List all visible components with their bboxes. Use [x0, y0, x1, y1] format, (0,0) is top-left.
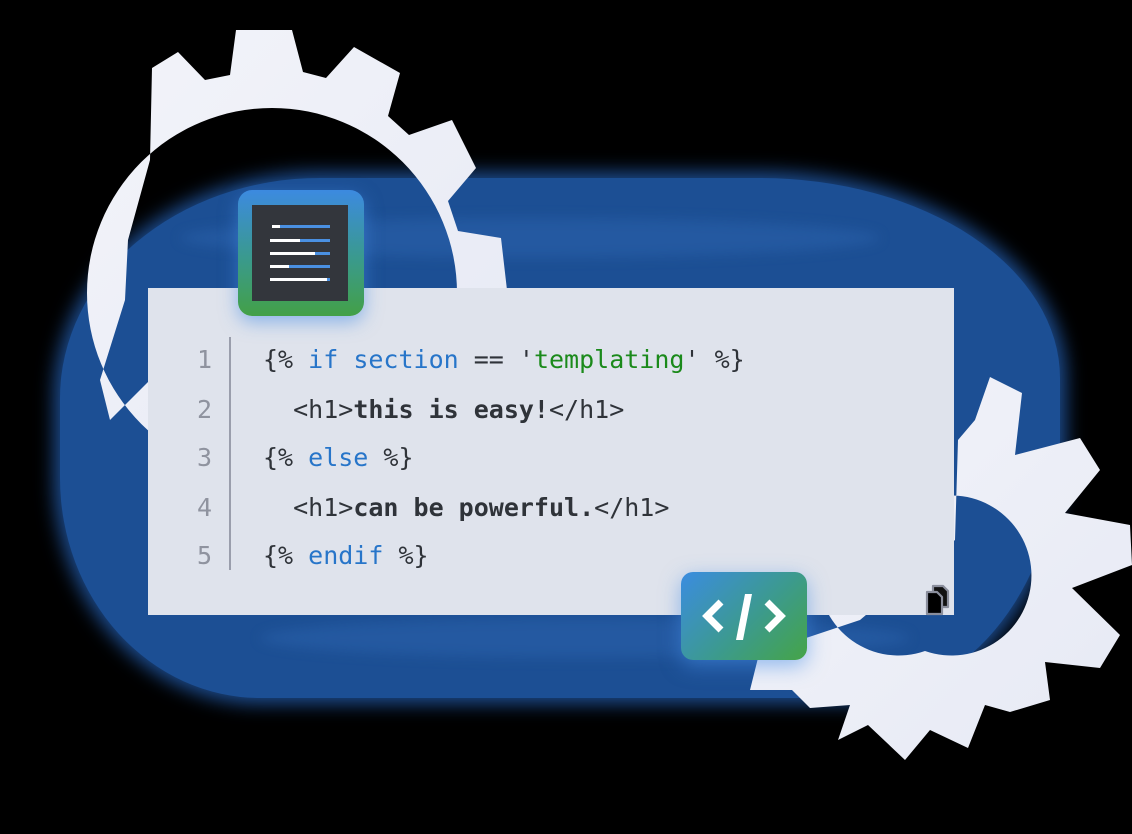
code-token-plain: == ' [458, 344, 534, 374]
code-token-plain: {% [263, 540, 309, 570]
code-line: 1 {% if section == 'templating' %} [190, 339, 745, 379]
code-token-plain [338, 345, 353, 374]
code-badge [681, 572, 807, 660]
code-token-plain: ' %} [684, 344, 745, 374]
code-line: 4 <h1>can be powerful.</h1> [190, 487, 669, 527]
code-token-plain: %} [383, 540, 429, 570]
line-number: 1 [196, 344, 212, 374]
code-token-bold: can be powerful. [353, 492, 595, 522]
code-token-bold: this is easy! [353, 394, 549, 424]
code-token-keyword: endif [308, 540, 384, 570]
code-line: 5 {% endif %} [190, 535, 429, 575]
code-token-plain: <h1> [263, 492, 354, 522]
code-token-keyword: section [353, 344, 459, 374]
right-gear-icon [750, 377, 1132, 760]
document-badge [238, 190, 364, 316]
line-number: 4 [196, 492, 212, 522]
code-line: 2 <h1>this is easy!</h1> [190, 389, 624, 429]
gutter-divider [229, 337, 231, 570]
code-editor-panel [148, 288, 954, 615]
code-token-plain: %} [368, 442, 414, 472]
document-lines-icon [252, 205, 348, 301]
line-number: 3 [196, 442, 212, 472]
code-line: 3 {% else %} [190, 437, 414, 477]
code-token-keyword: else [308, 442, 369, 472]
code-token-plain: {% [263, 442, 309, 472]
code-token-plain: {% [263, 344, 309, 374]
code-token-plain: </h1> [594, 492, 670, 522]
code-brackets-icon [702, 594, 786, 640]
code-token-plain: </h1> [548, 394, 625, 424]
code-token-string: templating [533, 344, 685, 374]
copy-icon[interactable] [924, 583, 952, 617]
line-number: 5 [196, 540, 212, 570]
code-token-keyword: if [308, 344, 339, 374]
code-token-plain: <h1> [263, 394, 354, 424]
line-number: 2 [196, 394, 212, 424]
